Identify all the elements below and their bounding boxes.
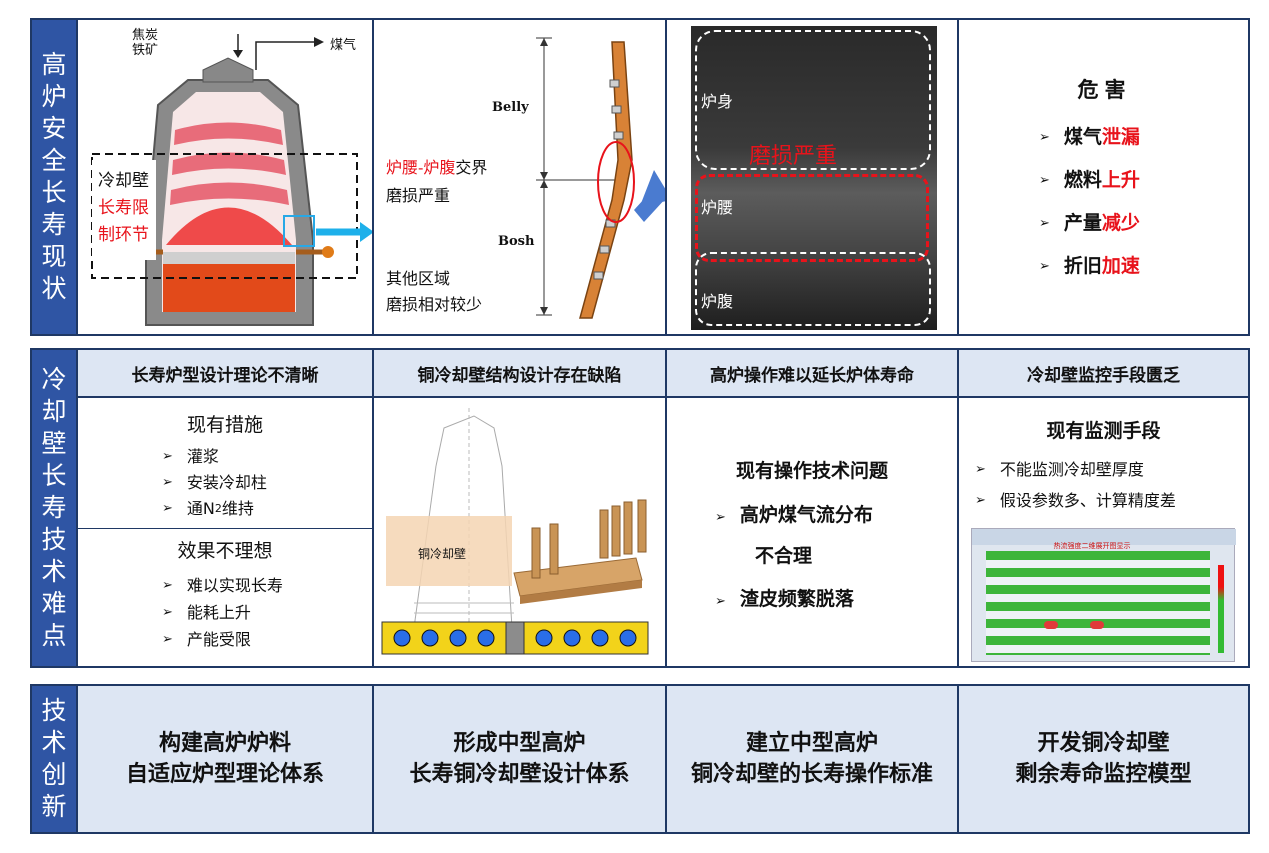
other-note: 其他区域 磨损相对较少 [386, 269, 483, 314]
wear-photo: 炉身 磨损严重 炉腰 炉腹 [691, 26, 937, 330]
wear-note: 炉腰-炉腹交界 磨损严重 [386, 158, 488, 205]
row-innovation-label: 技 术 创 新 [32, 686, 76, 832]
bosh-photo-label: 炉腹 [701, 292, 734, 311]
effect-item: ➢能耗上升 [162, 599, 283, 626]
screen-title: 热流强度二维展开图显示 [1053, 542, 1131, 550]
row-difficulties: 冷 却 壁 长 寿 技 术 难 点 长寿炉型设计理论不清晰 现有措施 ➢灌浆 ➢… [30, 348, 1250, 668]
row-innovation: 技 术 创 新 构建高炉炉料 自适应炉型理论体系 形成中型高炉 长寿铜冷却壁设计… [30, 684, 1250, 834]
gas-label: 煤气 [330, 38, 357, 53]
operation-cell: 高炉操作难以延长炉体寿命 现有操作技术问题 ➢高炉煤气流分布 不合理 ➢渣皮频繁… [665, 350, 957, 666]
stave-callout-3: 制环节 [98, 225, 149, 245]
monitoring-screen: 热流强度二维展开图显示 [971, 528, 1236, 662]
input-label-coke: 焦炭 [132, 28, 159, 43]
monitoring-title: 现有监测手段 [1046, 420, 1161, 442]
theory-header: 长寿炉型设计理论不清晰 [78, 350, 372, 398]
operation-issue-2: ➢渣皮频繁脱落 [715, 588, 854, 610]
operation-issue-1: ➢高炉煤气流分布 不合理 [715, 504, 873, 567]
hazard-cell: 危害 ➢煤气泄漏 ➢燃料上升 ➢产量减少 ➢折旧加速 [957, 20, 1248, 334]
effect-item: ➢难以实现长寿 [162, 572, 283, 599]
monitoring-header: 冷却壁监控手段匮乏 [959, 350, 1248, 398]
hazard-title: 危害 [1077, 78, 1132, 102]
stave-callout-2: 长寿限 [98, 198, 149, 218]
stave-drawing [381, 408, 649, 655]
arrow-bullet-icon: ➢ [975, 462, 986, 477]
wear-severe-label: 磨损严重 [749, 144, 838, 169]
measure-item: ➢灌浆 [162, 444, 267, 470]
arrow-bullet-icon: ➢ [162, 632, 173, 647]
arrow-bullet-icon: ➢ [1039, 173, 1050, 188]
monitoring-list: ➢不能监测冷却壁厚度 ➢假设参数多、计算精度差 [975, 454, 1176, 516]
arrow-bullet-icon: ➢ [1039, 216, 1050, 231]
arrow-bullet-icon: ➢ [715, 510, 726, 525]
row-status: 高 炉 安 全 长 寿 现 状 [30, 18, 1250, 336]
stave-label: 铜冷却壁 [418, 547, 467, 561]
innovation-operation: 建立中型高炉 铜冷却壁的长寿操作标准 [665, 686, 957, 832]
belly-label: Belly [492, 100, 529, 115]
row-difficulties-label: 冷 却 壁 长 寿 技 术 难 点 [32, 350, 76, 666]
arrow-bullet-icon: ➢ [1039, 259, 1050, 274]
arrow-bullet-icon: ➢ [162, 578, 173, 593]
stave-callout-1: 冷却壁 [98, 171, 149, 191]
hazard-item: ➢产量减少 [1039, 202, 1140, 245]
bosh-label: Bosh [498, 234, 535, 249]
effect-item: ➢产能受限 [162, 626, 283, 653]
stave-structure-cell: 铜冷却壁结构设计存在缺陷 [372, 350, 665, 666]
waist-label: 炉腰 [701, 198, 734, 217]
measures-divider [78, 528, 372, 529]
furnace-diagram [91, 34, 372, 326]
poor-effect-title: 效果不理想 [177, 540, 273, 562]
existing-measures-title: 现有措施 [186, 414, 263, 436]
stave-structure-header: 铜冷却壁结构设计存在缺陷 [374, 350, 665, 398]
innovation-monitoring: 开发铜冷却壁 剩余寿命监控模型 [957, 686, 1248, 832]
monitoring-cell: 冷却壁监控手段匮乏 现有监测手段 ➢不能监测冷却壁厚度 ➢假设参数多、计算精度差… [957, 350, 1248, 666]
arrow-bullet-icon: ➢ [162, 449, 173, 464]
input-label-ore: 铁矿 [132, 43, 159, 58]
arrow-bullet-icon: ➢ [975, 493, 986, 508]
operation-issues-title: 现有操作技术问题 [735, 460, 888, 482]
photo-cell: 炉身 磨损严重 炉腰 炉腹 [665, 20, 957, 334]
innovation-theory: 构建高炉炉料 自适应炉型理论体系 [76, 686, 372, 832]
shaft-label: 炉身 [701, 92, 734, 111]
hazard-item: ➢燃料上升 [1039, 159, 1140, 202]
innovation-design: 形成中型高炉 长寿铜冷却壁设计体系 [372, 686, 665, 832]
arrow-bullet-icon: ➢ [162, 475, 173, 490]
measure-item: ➢安装冷却柱 [162, 470, 267, 496]
row-status-label: 高 炉 安 全 长 寿 现 状 [32, 20, 76, 334]
arrow-bullet-icon: ➢ [162, 501, 173, 516]
profile-diagram [536, 37, 665, 319]
hazard-item: ➢折旧加速 [1039, 245, 1140, 288]
profile-cell: Belly Bosh 炉腰-炉腹交界 磨损严重 其他区域 磨损相对较少 [372, 20, 665, 334]
furnace-cell: 焦炭 铁矿 煤气 冷却壁 长寿限 制环节 [76, 20, 372, 334]
operation-header: 高炉操作难以延长炉体寿命 [667, 350, 957, 398]
arrow-bullet-icon: ➢ [162, 605, 173, 620]
hazard-list: ➢煤气泄漏 ➢燃料上升 ➢产量减少 ➢折旧加速 [1039, 116, 1140, 288]
hazard-item: ➢煤气泄漏 [1039, 116, 1140, 159]
monitoring-item: ➢假设参数多、计算精度差 [975, 485, 1176, 516]
poor-effect-list: ➢难以实现长寿 ➢能耗上升 ➢产能受限 [162, 572, 283, 653]
monitoring-item: ➢不能监测冷却壁厚度 [975, 454, 1176, 485]
arrow-bullet-icon: ➢ [715, 594, 726, 609]
arrow-bullet-icon: ➢ [1039, 130, 1050, 145]
